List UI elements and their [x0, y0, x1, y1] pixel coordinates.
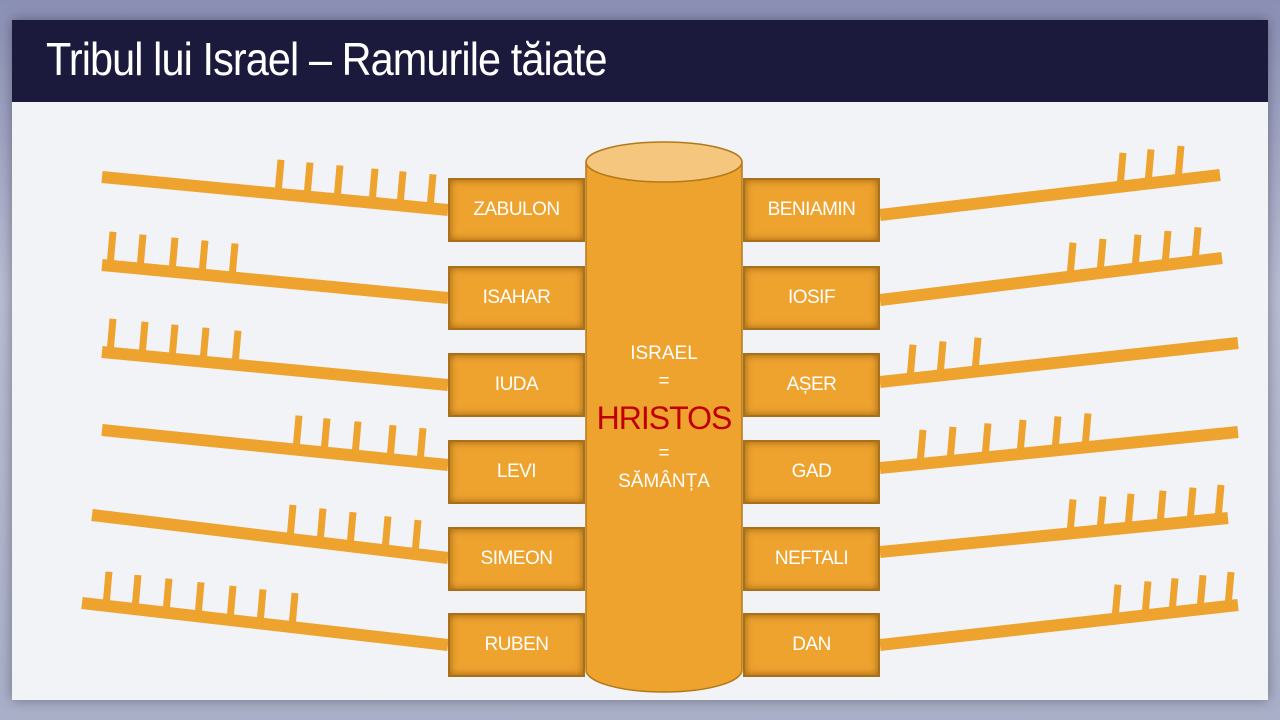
branch-twig [1111, 584, 1122, 620]
samanta-label: SĂMÂNȚA [618, 471, 710, 492]
tribe-box-right: NEFTALI [743, 527, 880, 591]
branch-twig [1214, 484, 1225, 520]
branch-twig [228, 243, 239, 278]
branch-twig [274, 159, 285, 195]
israel-label: ISRAEL [630, 343, 698, 364]
branch-twig [1131, 234, 1142, 269]
branch [101, 346, 449, 391]
branch-twig [1066, 242, 1077, 277]
slide-title: Tribul lui Israel – Ramurile tăiate [46, 33, 608, 85]
branch-twig [1186, 487, 1197, 523]
branch [879, 426, 1239, 474]
branch-twig [1191, 227, 1202, 262]
branch-twig [971, 337, 982, 372]
tribe-box-left: ZABULON [448, 178, 585, 242]
equals-sign: = [658, 371, 670, 392]
branch [879, 337, 1239, 388]
branch-twig [194, 582, 205, 617]
branch-twig [231, 330, 242, 365]
branch-twig [936, 341, 947, 376]
branch-twig [226, 585, 237, 621]
tribe-box-right: GAD [743, 440, 880, 504]
branch-twig [168, 237, 179, 272]
branch-twig [1116, 152, 1127, 188]
branch [101, 424, 449, 471]
branch-twig [1168, 578, 1179, 613]
branch-twig [411, 519, 422, 555]
branch [879, 252, 1223, 306]
branch-twig [1144, 149, 1155, 184]
branch-twig [1141, 581, 1152, 616]
branch-twig [162, 578, 173, 613]
branch [879, 512, 1229, 558]
tribe-box-left: LEVI [448, 440, 585, 504]
branch-twig [256, 589, 267, 624]
branch-twig [136, 234, 147, 269]
branch-twig [1051, 416, 1062, 451]
branch-twig [199, 327, 210, 362]
branch [879, 599, 1239, 651]
branch-twig [1081, 413, 1092, 448]
branch-twig [416, 427, 427, 463]
branch-twig [1161, 230, 1172, 266]
branch-twig [333, 165, 344, 200]
branch-twig [916, 429, 927, 465]
branch-twig [368, 168, 379, 204]
branch-twig [286, 504, 297, 540]
branch [879, 169, 1221, 221]
equals-sign: = [658, 443, 670, 464]
tribe-box-right: BENIAMIN [743, 178, 880, 242]
branch-twig [1066, 499, 1077, 534]
tribe-box-left: RUBEN [448, 613, 585, 677]
branch [101, 259, 449, 304]
branch [81, 597, 449, 651]
branch-twig [1156, 490, 1167, 525]
branch-twig [168, 324, 179, 359]
branch-twig [131, 574, 142, 610]
branch-twig [303, 162, 314, 197]
branch-twig [1124, 493, 1135, 529]
branch-twig [106, 318, 117, 354]
tribe-box-left: ISAHAR [448, 266, 585, 330]
branch-twig [102, 571, 113, 607]
tribe-box-right: DAN [743, 613, 880, 677]
branch-twig [288, 592, 299, 628]
tribe-box-left: SIMEON [448, 527, 585, 591]
branch-twig [351, 421, 362, 456]
branch-twig [138, 321, 149, 357]
branch-twig [381, 516, 392, 551]
tribe-box-right: IOSIF [743, 266, 880, 330]
branch-twig [316, 508, 327, 543]
pillar-label: ISRAEL = HRISTOS = SĂMÂNȚA [586, 340, 742, 496]
branch-twig [1224, 571, 1235, 607]
branch-twig [346, 511, 357, 547]
hristos-label: HRISTOS [596, 400, 733, 436]
title-bar: Tribul lui Israel – Ramurile tăiate [12, 20, 1268, 102]
branch-twig [396, 171, 407, 206]
pillar-body [585, 161, 743, 693]
branch-twig [426, 173, 437, 209]
branch-twig [198, 240, 209, 275]
branch-twig [906, 344, 917, 380]
branch-twig [292, 415, 303, 450]
branch-twig [106, 231, 117, 267]
pillar-top [585, 141, 743, 183]
branch-twig [1096, 496, 1107, 531]
branch-twig [946, 426, 957, 462]
branch-twig [1096, 238, 1107, 274]
branch-twig [1196, 574, 1207, 610]
tribe-box-right: AȘER [743, 353, 880, 417]
branch-twig [1016, 419, 1027, 455]
branch-twig [1174, 145, 1185, 181]
branch-twig [320, 418, 331, 453]
branch-twig [386, 424, 397, 460]
tribe-box-left: IUDA [448, 353, 585, 417]
branch [91, 509, 449, 564]
branch-twig [981, 423, 992, 458]
